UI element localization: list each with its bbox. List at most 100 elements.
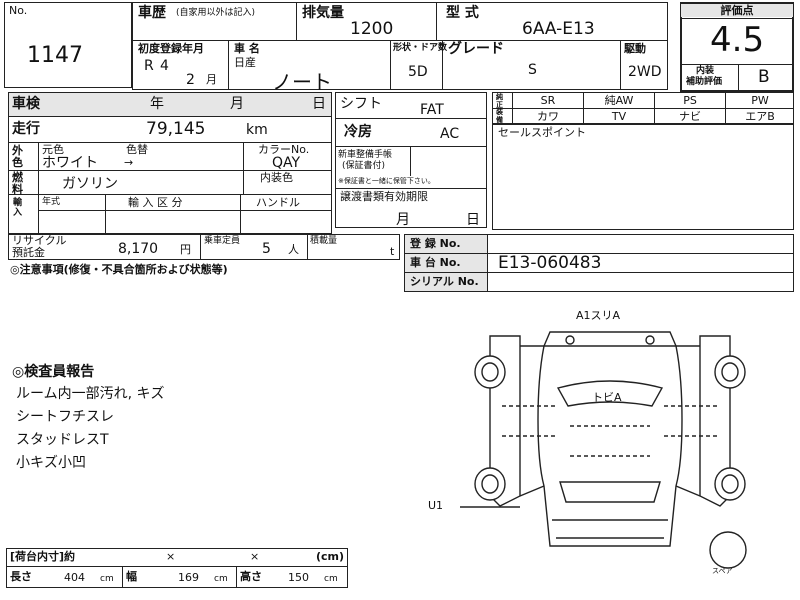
option-airbag: エアB [745, 109, 775, 123]
history-label: 車歴 [138, 5, 166, 21]
grade-label: グレード [448, 41, 504, 57]
first-reg-year: 4 [160, 58, 169, 74]
inspector-report-line: 小キズ小凹 [16, 455, 86, 471]
capacity-unit: 人 [288, 243, 299, 256]
service-manual-label-2: (保証書付) [342, 161, 386, 171]
import-label: 輸入 [13, 198, 23, 218]
recycle-label-1: リサイクル [12, 234, 67, 247]
inspection-month-unit: 月 [230, 96, 244, 112]
score-label: 評価点 [681, 4, 793, 17]
score-value: 4.5 [710, 20, 765, 60]
load-capacity-unit: t [390, 245, 395, 258]
inspection-day-unit: 日 [312, 96, 326, 112]
interior-color-label: 内装色 [260, 171, 293, 184]
option-genuine-aw: 純AW [604, 93, 634, 107]
recycle-row [8, 234, 400, 260]
first-reg-month-unit: 月 [206, 73, 217, 86]
registration-no-label: 登 録 No. [410, 237, 461, 250]
inspector-report-title: ◎検査員報告 [12, 364, 95, 380]
recycle-label-2: 預託金 [12, 246, 45, 259]
transfer-day-unit: 日 [466, 212, 480, 228]
header-block [132, 2, 668, 90]
cargo-label: [荷台内寸]約 [10, 550, 76, 563]
original-color-label: 元色 [42, 143, 64, 156]
cargo-width-label: 幅 [126, 570, 137, 583]
left-info-grid [8, 92, 332, 234]
option-leather: カワ [537, 109, 559, 123]
inspection-year-unit: 年 [150, 96, 164, 112]
score-box [680, 2, 794, 92]
shift-label: シフト [340, 96, 382, 112]
grade-value: S [528, 62, 537, 78]
car-name: ノート [272, 70, 332, 94]
sales-point-label: セールスポイント [498, 126, 586, 139]
car-damage-diagram [460, 331, 747, 569]
chassis-no-value: E13-060483 [498, 253, 602, 273]
mileage-value: 79,145 [146, 119, 206, 139]
exterior-color-label: 外色 [12, 144, 23, 169]
cargo-times-1: × [166, 550, 176, 563]
damage-code-center: トビA [592, 391, 622, 404]
option-tv: TV [611, 109, 627, 123]
cargo-height-label: 高さ [240, 570, 262, 583]
first-reg-month: 2 [186, 72, 195, 88]
import-class-label: 輸 入 区 分 [128, 196, 183, 209]
option-pw: PW [751, 93, 769, 107]
body-doors-label: 形状・ドア数 [393, 43, 448, 53]
transfer-docs-label: 譲渡書類有効期限 [340, 190, 428, 203]
options-label: 純正装備 [496, 93, 503, 124]
middle-info-grid [335, 92, 487, 228]
interior-score-label-1: 内装 [696, 66, 715, 76]
fuel-value: ガソリン [62, 176, 118, 192]
handle-label: ハンドル [256, 196, 300, 209]
displacement-label: 排気量 [302, 5, 344, 21]
option-ps: PS [683, 93, 697, 107]
option-navi: ナビ [679, 109, 701, 123]
inspector-report-line: シートフチスレ [16, 409, 114, 425]
car-name-label: 車 名 [234, 42, 260, 55]
cargo-length-unit: cm [100, 574, 114, 584]
shift-value: FAT [420, 102, 444, 118]
cargo-unit: (cm) [316, 550, 345, 563]
lot-number: 1147 [27, 43, 83, 68]
model-value: 6AA-E13 [522, 19, 595, 39]
registration-box [404, 234, 794, 292]
cargo-height-unit: cm [324, 574, 338, 584]
cargo-dimensions-box [6, 548, 348, 588]
inspection-label: 車検 [12, 96, 40, 112]
spare-tire-label: スペア [712, 567, 733, 575]
inspector-report-line: ルーム内一部汚れ, キズ [16, 386, 165, 402]
cargo-times-2: × [250, 550, 260, 563]
cargo-height-value: 150 [288, 571, 309, 584]
ac-value: AC [440, 126, 460, 142]
chassis-no-label: 車 台 No. [410, 256, 461, 269]
first-reg-era: R [144, 58, 154, 74]
transfer-month-unit: 月 [396, 212, 410, 228]
capacity-label: 乗車定員 [204, 236, 241, 246]
exterior-color-value: ホワイト [42, 155, 98, 171]
caution-heading: ◎注意事項(修復・不具合箇所および状態等) [10, 263, 228, 276]
model-label: 型 式 [446, 5, 479, 21]
color-change-arrow: → [124, 156, 134, 169]
history-note: (自家用以外は記入) [176, 8, 256, 18]
interior-score-label-2: 補助評価 [686, 77, 723, 87]
drive-value: 2WD [628, 64, 662, 80]
lot-number-box: No. 1147 [4, 2, 132, 88]
color-change-label: 色替 [126, 143, 148, 156]
recycle-amount: 8,170 [118, 241, 159, 257]
first-reg-label: 初度登録年月 [138, 42, 204, 55]
ac-label: 冷房 [344, 124, 372, 140]
option-sr: SR [540, 93, 556, 107]
cargo-length-label: 長さ [10, 570, 32, 583]
service-manual-label-1: 新車整備手帳 [338, 150, 393, 160]
cargo-width-unit: cm [214, 574, 228, 584]
year-type-label: 年式 [42, 197, 61, 207]
service-manual-note: ※保証書と一緒に保管下さい。 [338, 177, 435, 185]
sales-point-box [492, 124, 794, 230]
body-doors-value: 5D [408, 64, 428, 80]
serial-no-label: シリアル No. [410, 275, 479, 288]
cargo-length-value: 404 [64, 571, 85, 584]
load-capacity-label: 積載量 [310, 236, 338, 246]
lot-number-label: No. [9, 4, 28, 17]
mileage-label: 走行 [12, 121, 40, 137]
